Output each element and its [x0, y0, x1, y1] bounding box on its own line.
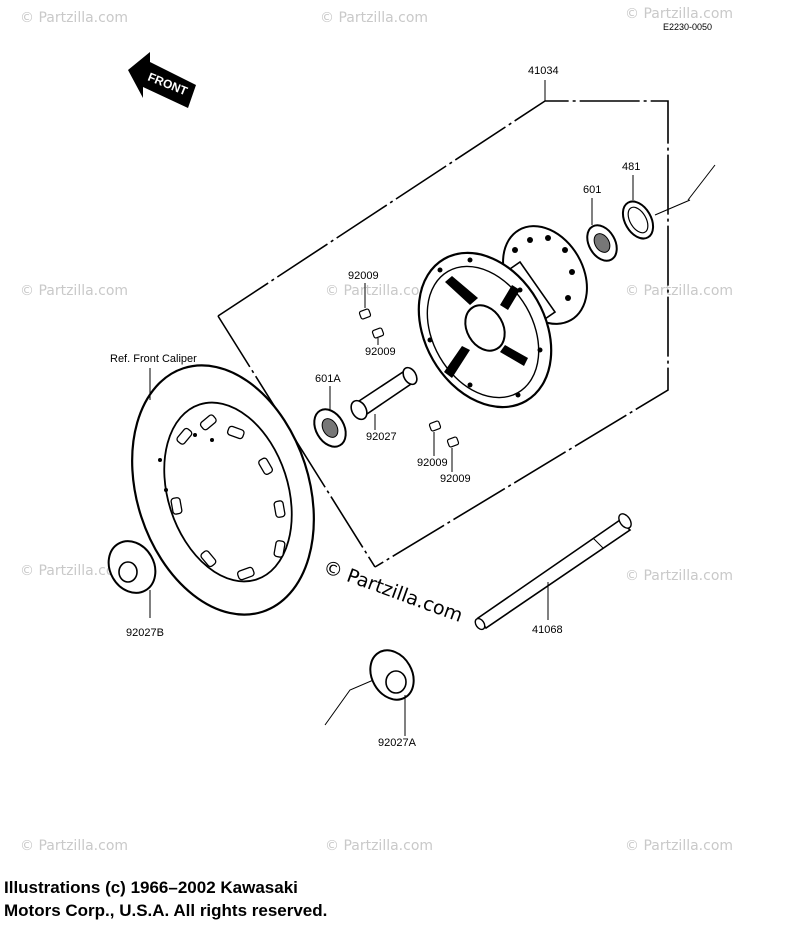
part-number-601: 601: [583, 184, 601, 196]
watermark: © Partzilla.com: [20, 283, 128, 299]
screw-92009-b: [371, 327, 385, 339]
screw-92009-d: [446, 436, 460, 448]
center-watermark: © Partzilla.com: [320, 556, 465, 627]
seal-481: [621, 200, 655, 240]
part-number-41068: 41068: [532, 624, 563, 636]
part-number-92027: 92027: [366, 431, 397, 443]
bearing-601a: [313, 408, 347, 448]
ref-front-caliper-label: Ref. Front Caliper: [110, 353, 197, 365]
axis-line: [654, 199, 691, 216]
front-arrow-icon: FRONT: [128, 52, 196, 108]
part-number-92027b: 92027B: [126, 627, 164, 639]
collar-92027a: [369, 649, 415, 701]
part-number-481: 481: [622, 161, 640, 173]
watermark: © Partzilla.com: [625, 568, 733, 584]
watermark: © Partzilla.com: [325, 838, 433, 854]
watermark: © Partzilla.com: [625, 6, 733, 22]
copyright-line-2: Motors Corp., U.S.A. All rights reserved…: [4, 901, 328, 920]
brake-disc: [131, 364, 315, 616]
axis-line: [687, 164, 716, 201]
watermark: © Partzilla.com: [625, 838, 733, 854]
part-number-92027a: 92027A: [378, 737, 417, 749]
part-number-41034: 41034: [528, 65, 559, 77]
part-number-92009-c: 92009: [417, 457, 448, 469]
watermark: © Partzilla.com: [20, 838, 128, 854]
watermark: © Partzilla.com: [20, 10, 128, 26]
copyright-line-1: Illustrations (c) 1966–2002 Kawasaki: [4, 878, 298, 897]
bearing-601: [586, 224, 618, 262]
wheel-hub: [417, 225, 588, 409]
collar-92027b: [107, 540, 157, 594]
watermark: © Partzilla.com: [20, 563, 128, 579]
diagram-code: E2230-0050: [663, 22, 712, 32]
part-number-92009-d: 92009: [440, 473, 471, 485]
screw-92009-c: [428, 420, 442, 432]
watermark: © Partzilla.com: [320, 10, 428, 26]
screw-92009-a: [358, 308, 372, 320]
watermark-layer: © Partzilla.com © Partzilla.com © Partzi…: [20, 6, 733, 854]
watermark: © Partzilla.com: [325, 283, 433, 299]
axle-41068: [474, 513, 632, 631]
part-number-92009-a: 92009: [348, 270, 379, 282]
watermark: © Partzilla.com: [625, 283, 733, 299]
part-number-92009-b: 92009: [365, 346, 396, 358]
part-number-601a: 601A: [315, 373, 341, 385]
spacer-92027: [350, 366, 418, 421]
copyright-notice: Illustrations (c) 1966–2002 Kawasaki Mot…: [4, 876, 564, 922]
